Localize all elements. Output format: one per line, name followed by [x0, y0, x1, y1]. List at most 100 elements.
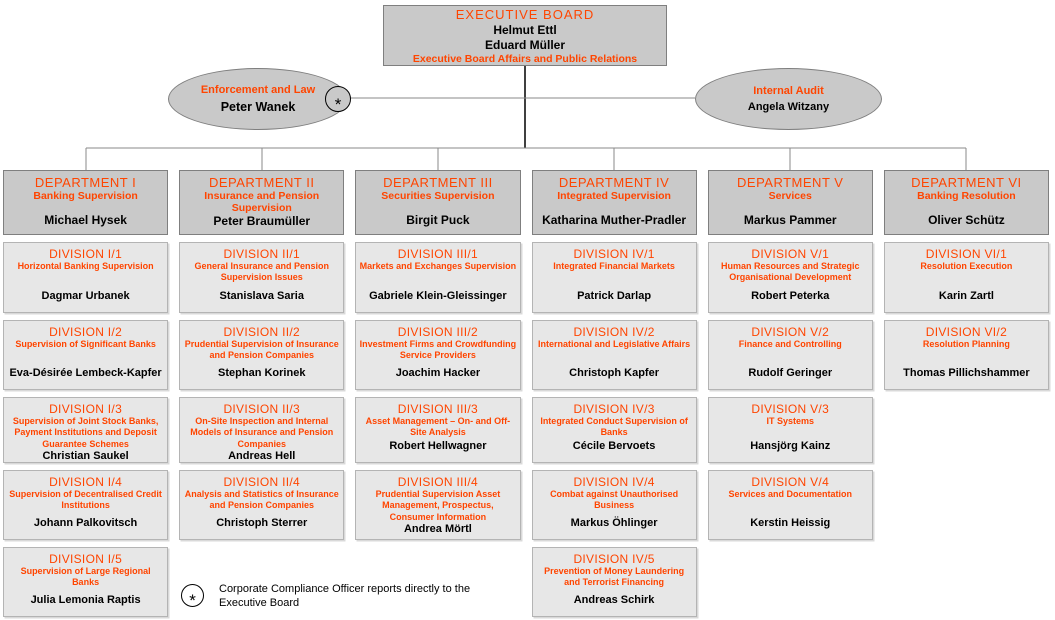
division-box-iv-3: DIVISION IV/3 Integrated Conduct Supervi…	[531, 397, 697, 463]
department-subtitle: Securities Supervision	[381, 190, 495, 202]
department-title: DEPARTMENT IV	[558, 175, 670, 190]
division-title: DIVISION III/1	[397, 247, 479, 261]
division-head: Christoph Kapfer	[569, 367, 659, 379]
division-box-v-1: DIVISION V/1 Human Resources and Strateg…	[707, 242, 873, 313]
division-title: DIVISION IV/5	[573, 552, 655, 566]
footnote: * Corporate Compliance Officer reports d…	[181, 582, 481, 611]
department-title: DEPARTMENT VI	[911, 175, 1022, 190]
division-subtitle: Markets and Exchanges Supervision	[359, 261, 517, 271]
division-subtitle: Human Resources and Strategic Organisati…	[720, 261, 860, 283]
department-head: Katharina Muther-Pradler	[542, 213, 687, 227]
division-subtitle: Investment Firms and Crowdfunding Servic…	[359, 339, 517, 361]
division-subtitle: International and Legislative Affairs	[537, 339, 691, 349]
division-head: Stephan Korinek	[218, 367, 306, 379]
division-subtitle: Horizontal Banking Supervision	[17, 261, 154, 271]
division-box-i-4: DIVISION I/4 Supervision of Decentralise…	[3, 470, 169, 540]
department-head: Michael Hysek	[44, 213, 127, 227]
division-box-iii-2: DIVISION III/2 Investment Firms and Crow…	[355, 320, 521, 390]
department-title: DEPARTMENT III	[383, 175, 493, 190]
division-title: DIVISION III/3	[397, 402, 479, 416]
division-head: Andrea Mörtl	[403, 522, 472, 535]
division-box-i-3: DIVISION I/3 Supervision of Joint Stock …	[3, 397, 169, 463]
executive-board-subtitle: Executive Board Affairs and Public Relat…	[412, 52, 638, 65]
division-subtitle: Supervision of Decentralised Credit Inst…	[9, 489, 162, 511]
division-head: Markus Öhlinger	[570, 517, 658, 529]
division-subtitle: Prudential Supervision Asset Management,…	[375, 489, 501, 522]
division-head: Eva-Désirée Lembeck-Kapfer	[9, 367, 162, 379]
division-head: Joachim Hacker	[395, 367, 481, 379]
division-head: Kerstin Heissig	[750, 517, 831, 529]
division-subtitle: General Insurance and Pension Supervisio…	[194, 261, 330, 283]
department-title: DEPARTMENT V	[737, 175, 844, 190]
department-box-iii: DEPARTMENT III Securities Supervision Bi…	[355, 170, 521, 235]
division-subtitle: Combat against Unauthorised Business	[550, 489, 679, 511]
division-subtitle: Services and Documentation	[728, 489, 853, 499]
division-head: Thomas Pillichshammer	[903, 367, 1030, 379]
division-head: Gabriele Klein-Gleissinger	[369, 290, 507, 302]
staff-unit-title: Enforcement and Law	[200, 84, 316, 96]
division-title: DIVISION III/2	[397, 325, 479, 339]
division-subtitle: Supervision of Significant Banks	[15, 339, 156, 349]
division-title: DIVISION VI/2	[925, 325, 1008, 339]
division-head: Rudolf Geringer	[748, 367, 833, 379]
division-title: DIVISION VI/1	[925, 247, 1008, 261]
division-subtitle: Prevention of Money Laundering and Terro…	[544, 566, 685, 588]
division-title: DIVISION IV/1	[573, 247, 655, 261]
division-subtitle: Resolution Planning	[922, 339, 1010, 349]
division-head: Johann Palkovitsch	[33, 517, 138, 529]
department-head: Peter Braumüller	[213, 214, 311, 229]
division-subtitle: Prudential Supervision of Insurance and …	[184, 339, 339, 361]
division-title: DIVISION IV/4	[573, 475, 655, 489]
department-subtitle: Services	[768, 190, 812, 202]
division-box-vi-2: DIVISION VI/2 Resolution Planning Thomas…	[883, 320, 1049, 390]
division-box-iv-4: DIVISION IV/4 Combat against Unauthorise…	[531, 470, 697, 540]
asterisk-footnote-icon: *	[181, 584, 204, 609]
division-box-iv-5: DIVISION IV/5 Prevention of Money Launde…	[531, 547, 697, 617]
division-title: DIVISION V/2	[751, 325, 830, 339]
division-subtitle: Asset Management – On- and Off-Site Anal…	[365, 416, 511, 438]
division-subtitle: Analysis and Statistics of Insurance and…	[184, 489, 339, 511]
staff-unit-title: Internal Audit	[753, 85, 824, 97]
division-box-ii-2: DIVISION II/2 Prudential Supervision of …	[179, 320, 345, 390]
department-box-vi: DEPARTMENT VI Banking Resolution Oliver …	[883, 170, 1049, 235]
division-title: DIVISION IV/2	[573, 325, 655, 339]
division-title: DIVISION III/4	[397, 475, 479, 489]
division-title: DIVISION II/1	[223, 247, 301, 261]
division-subtitle: Supervision of Joint Stock Banks, Paymen…	[12, 416, 159, 449]
division-subtitle: Integrated Conduct Supervision of Banks	[540, 416, 688, 438]
executive-board-member: Eduard Müller	[484, 37, 565, 52]
division-box-v-3: DIVISION V/3 IT Systems Hansjörg Kainz	[707, 397, 873, 463]
division-subtitle: Finance and Controlling	[738, 339, 842, 349]
division-box-i-1: DIVISION I/1 Horizontal Banking Supervis…	[3, 242, 169, 313]
division-title: DIVISION I/5	[49, 552, 123, 566]
department-box-ii: DEPARTMENT II Insurance and Pension Supe…	[179, 170, 345, 235]
division-head: Karin Zartl	[938, 290, 994, 302]
division-head: Dagmar Urbanek	[41, 290, 130, 302]
division-subtitle: IT Systems	[766, 416, 814, 426]
division-head: Stanislava Saria	[219, 290, 304, 302]
staff-ellipse-internal-audit: Internal Audit Angela Witzany	[695, 68, 882, 130]
division-title: DIVISION II/3	[223, 402, 301, 416]
division-subtitle: On-Site Inspection and Internal Models o…	[190, 416, 334, 449]
department-subtitle: Banking Supervision	[33, 190, 138, 202]
org-grid: DEPARTMENT I Banking Supervision Michael…	[0, 170, 1055, 617]
division-title: DIVISION IV/3	[573, 402, 655, 416]
division-title: DIVISION I/1	[49, 247, 123, 261]
division-head: Julia Lemonia Raptis	[30, 594, 141, 606]
division-subtitle: Integrated Financial Markets	[553, 261, 675, 271]
division-head: Andreas Schirk	[573, 594, 655, 606]
department-head: Oliver Schütz	[928, 213, 1005, 227]
executive-board-member: Helmut Ettl	[493, 22, 557, 37]
executive-board-box: EXECUTIVE BOARD Helmut Ettl Eduard Mülle…	[383, 5, 667, 66]
division-title: DIVISION I/3	[49, 402, 123, 416]
division-subtitle: Resolution Execution	[920, 261, 1013, 271]
division-head: Robert Peterka	[751, 290, 830, 302]
division-title: DIVISION V/1	[751, 247, 830, 261]
division-box-ii-3: DIVISION II/3 On-Site Inspection and Int…	[179, 397, 345, 463]
division-box-v-2: DIVISION V/2 Finance and Controlling Rud…	[707, 320, 873, 390]
division-title: DIVISION I/2	[49, 325, 123, 339]
department-subtitle: Insurance and Pension Supervision	[204, 190, 320, 215]
division-box-iv-1: DIVISION IV/1 Integrated Financial Marke…	[531, 242, 697, 313]
division-head: Christoph Sterrer	[216, 517, 308, 529]
